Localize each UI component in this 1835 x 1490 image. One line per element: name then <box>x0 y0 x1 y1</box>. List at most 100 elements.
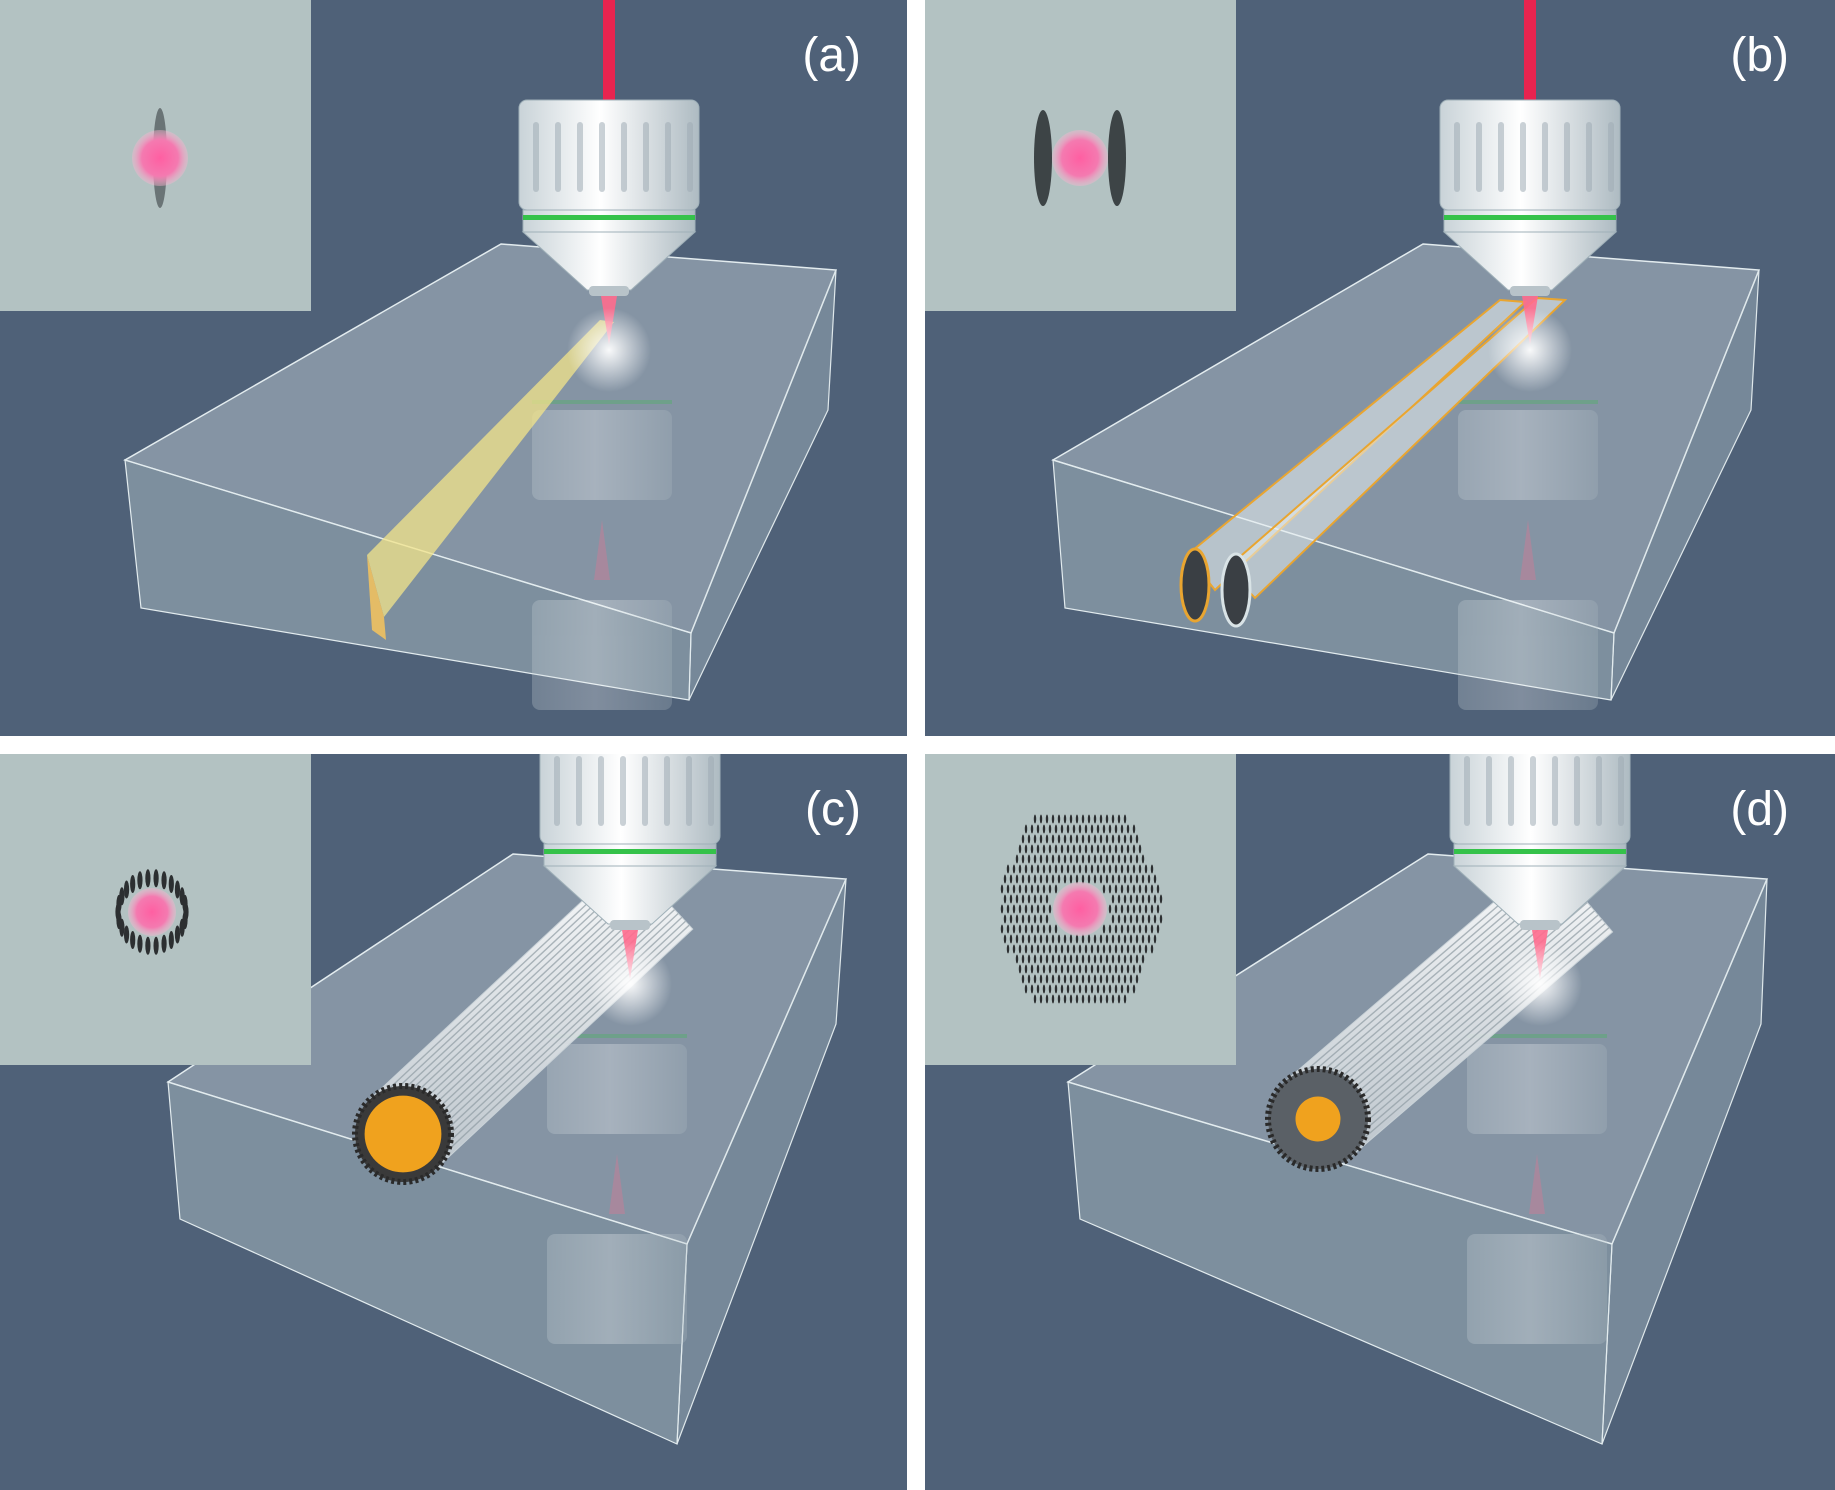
track-cross-section <box>1078 964 1082 974</box>
track-cross-section <box>1099 814 1103 824</box>
barrel-groove <box>1508 756 1514 826</box>
track-cross-section <box>1063 974 1067 984</box>
guided-mode <box>132 130 188 186</box>
track-cross-section <box>1153 894 1157 904</box>
track-cross-section <box>174 925 181 944</box>
track-cross-section <box>1042 964 1046 974</box>
track-cross-section <box>1153 914 1157 924</box>
track-cross-section <box>1057 954 1061 964</box>
track-cross-section <box>1102 884 1106 894</box>
track-cross-section <box>1105 974 1109 984</box>
objective-barrel <box>518 99 700 211</box>
track-cross-section <box>1045 934 1049 944</box>
track-cross-section <box>1105 954 1109 964</box>
track-cross-section <box>1051 834 1055 844</box>
barrel-groove <box>1530 756 1536 826</box>
track-cross-section <box>1063 834 1067 844</box>
track-cross-section <box>1123 974 1127 984</box>
track-cross-section <box>1126 964 1130 974</box>
track-cross-section <box>1015 954 1019 964</box>
barrel-groove <box>1464 756 1470 826</box>
objective-green-ring <box>523 215 695 220</box>
track-end-face <box>367 555 386 640</box>
track-cross-section <box>1111 834 1115 844</box>
objective-tip <box>1510 286 1550 296</box>
track-cross-section <box>1144 924 1148 934</box>
track-cross-section <box>1045 954 1049 964</box>
track-cross-section <box>1033 974 1037 984</box>
track-cross-section <box>1021 894 1025 904</box>
track-cross-section <box>1132 924 1136 934</box>
track-cross-section <box>1099 874 1103 884</box>
track-cross-section <box>1132 824 1136 834</box>
track-cross-section <box>1018 924 1022 934</box>
track-cross-section <box>1081 874 1085 884</box>
track-cross-section <box>153 936 159 955</box>
objective-collar <box>1443 209 1617 233</box>
reflection-barrel-lower <box>1467 1234 1607 1344</box>
track-cross-section <box>1039 914 1043 924</box>
track-cross-section <box>1021 934 1025 944</box>
track-cross-section <box>1087 934 1091 944</box>
track-cross-section <box>1117 954 1121 964</box>
barrel-groove <box>620 756 626 826</box>
track-cross-section <box>1114 884 1118 894</box>
track-cross-section <box>1108 924 1112 934</box>
track-cross-section <box>1132 964 1136 974</box>
track-cross-section <box>1105 994 1109 1004</box>
track-cross-section <box>1054 864 1058 874</box>
reflection-barrel <box>532 410 672 500</box>
track-cross-section <box>1108 984 1112 994</box>
barrel-groove <box>555 122 561 192</box>
barrel-groove <box>1486 756 1492 826</box>
track-cross-section <box>1027 974 1031 984</box>
fabrication-scene <box>1051 0 1761 710</box>
track-cross-section <box>1096 844 1100 854</box>
track-cross-section <box>1039 934 1043 944</box>
track-cross-section <box>1123 874 1127 884</box>
track-cross-section <box>1009 934 1013 944</box>
track-cross-section <box>1015 894 1019 904</box>
panel-b: (b) <box>925 0 1835 736</box>
barrel-groove <box>554 756 560 826</box>
track-cross-section <box>1021 914 1025 924</box>
track-cross-section <box>1111 914 1115 924</box>
reflection-ring <box>532 400 672 404</box>
track-cross-section <box>1036 904 1040 914</box>
track-cross-section <box>1126 824 1130 834</box>
track-cross-section <box>1129 874 1133 884</box>
track-cross-section <box>1030 904 1034 914</box>
barrel-groove <box>1608 122 1614 192</box>
track-cross-section <box>1126 844 1130 854</box>
track-cross-section <box>1066 864 1070 874</box>
reflection-ring <box>1458 400 1598 404</box>
track-cross-section <box>1159 914 1163 924</box>
track-cross-section <box>1120 904 1124 914</box>
track-cross-section <box>1033 834 1037 844</box>
core-end-face <box>364 1095 442 1173</box>
barrel-groove <box>599 122 605 192</box>
track-cross-section <box>1048 844 1052 854</box>
track-cross-section <box>1147 914 1151 924</box>
track-cross-section <box>1141 954 1145 964</box>
barrel-groove <box>686 756 692 826</box>
reflection-barrel-lower <box>547 1234 687 1344</box>
track-cross-section <box>1000 904 1004 914</box>
barrel-groove <box>1552 756 1558 826</box>
track-cross-section <box>1138 864 1142 874</box>
track-cross-section <box>1147 874 1151 884</box>
track-cross-section <box>1033 854 1037 864</box>
track-cross-section <box>1060 944 1064 954</box>
track-cross-section <box>1006 944 1010 954</box>
track-cross-section <box>1096 964 1100 974</box>
barrel-groove <box>708 756 714 826</box>
track-cross-section <box>1156 924 1160 934</box>
track-cross-section <box>1117 914 1121 924</box>
track-cross-section <box>1102 984 1106 994</box>
objective-nose <box>1452 865 1628 925</box>
track-cross-section <box>1021 974 1025 984</box>
track-cross-section <box>1132 884 1136 894</box>
barrel-groove <box>664 756 670 826</box>
cross-section-inset <box>0 0 311 311</box>
barrel-groove <box>1542 122 1548 192</box>
